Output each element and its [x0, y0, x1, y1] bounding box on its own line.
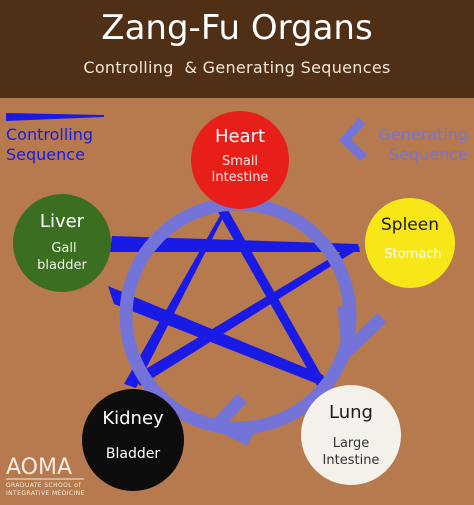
kidney-fu: Bladder: [106, 446, 160, 462]
page-title: Zang-Fu Organs: [101, 8, 373, 48]
logo-wordmark: AOMA: [6, 455, 72, 480]
spleen-fu: Stomach: [384, 247, 441, 262]
lung-circle: [301, 385, 401, 485]
generating-arrowhead-right: [337, 305, 387, 364]
title-banner: Zang-Fu Organs Controlling & Generating …: [0, 0, 474, 98]
lung-fu-line2: Intestine: [323, 453, 380, 468]
lung-fu-line1: Large: [333, 436, 370, 451]
legend-controlling: Controlling Sequence: [6, 113, 104, 164]
liver-fu-line1: Gall: [51, 241, 76, 256]
organ-lung: Lung Large Intestine: [301, 385, 401, 485]
organ-spleen: Spleen Stomach: [365, 198, 455, 288]
controlling-legend-line1: Controlling: [6, 125, 93, 144]
page-subtitle: Controlling & Generating Sequences: [83, 58, 391, 77]
organ-liver: Liver Gall bladder: [13, 194, 111, 292]
controlling-legend-wedge: [6, 113, 104, 121]
control-arrow-spleen-kidney: [134, 244, 360, 386]
kidney-name: Kidney: [102, 408, 164, 429]
liver-fu-line2: bladder: [37, 258, 87, 273]
spleen-name: Spleen: [381, 215, 439, 235]
liver-circle: [13, 194, 111, 292]
generating-legend-chevron-icon: [338, 117, 368, 162]
control-arrow-liver-spleen: [110, 236, 360, 252]
logo-tagline-line1: GRADUATE SCHOOL of: [6, 482, 81, 489]
spleen-circle: [365, 198, 455, 288]
generating-arrowhead-bottom: [207, 393, 253, 446]
organ-heart: Heart Small Intestine: [191, 111, 289, 209]
generating-legend-line2: Sequence: [389, 145, 468, 164]
kidney-circle: [82, 389, 184, 491]
controlling-star: [108, 210, 360, 398]
control-arrow-heart-lung: [218, 210, 331, 398]
aoma-logo: AOMA GRADUATE SCHOOL of INTEGRATIVE MEDI…: [6, 455, 85, 497]
logo-tagline-line2: INTEGRATIVE MEDICINE: [6, 490, 85, 497]
heart-fu-line1: Small: [222, 154, 258, 169]
legend-generating: Generating Sequence: [338, 117, 468, 164]
liver-name: Liver: [40, 211, 85, 232]
generating-legend-line1: Generating: [378, 125, 468, 144]
control-arrow-kidney-heart: [124, 212, 226, 388]
lung-name: Lung: [329, 402, 373, 423]
controlling-legend-line2: Sequence: [6, 145, 85, 164]
heart-circle: [191, 111, 289, 209]
heart-fu-line2: Intestine: [212, 170, 269, 185]
organ-kidney: Kidney Bladder: [82, 389, 184, 491]
heart-name: Heart: [215, 126, 265, 147]
